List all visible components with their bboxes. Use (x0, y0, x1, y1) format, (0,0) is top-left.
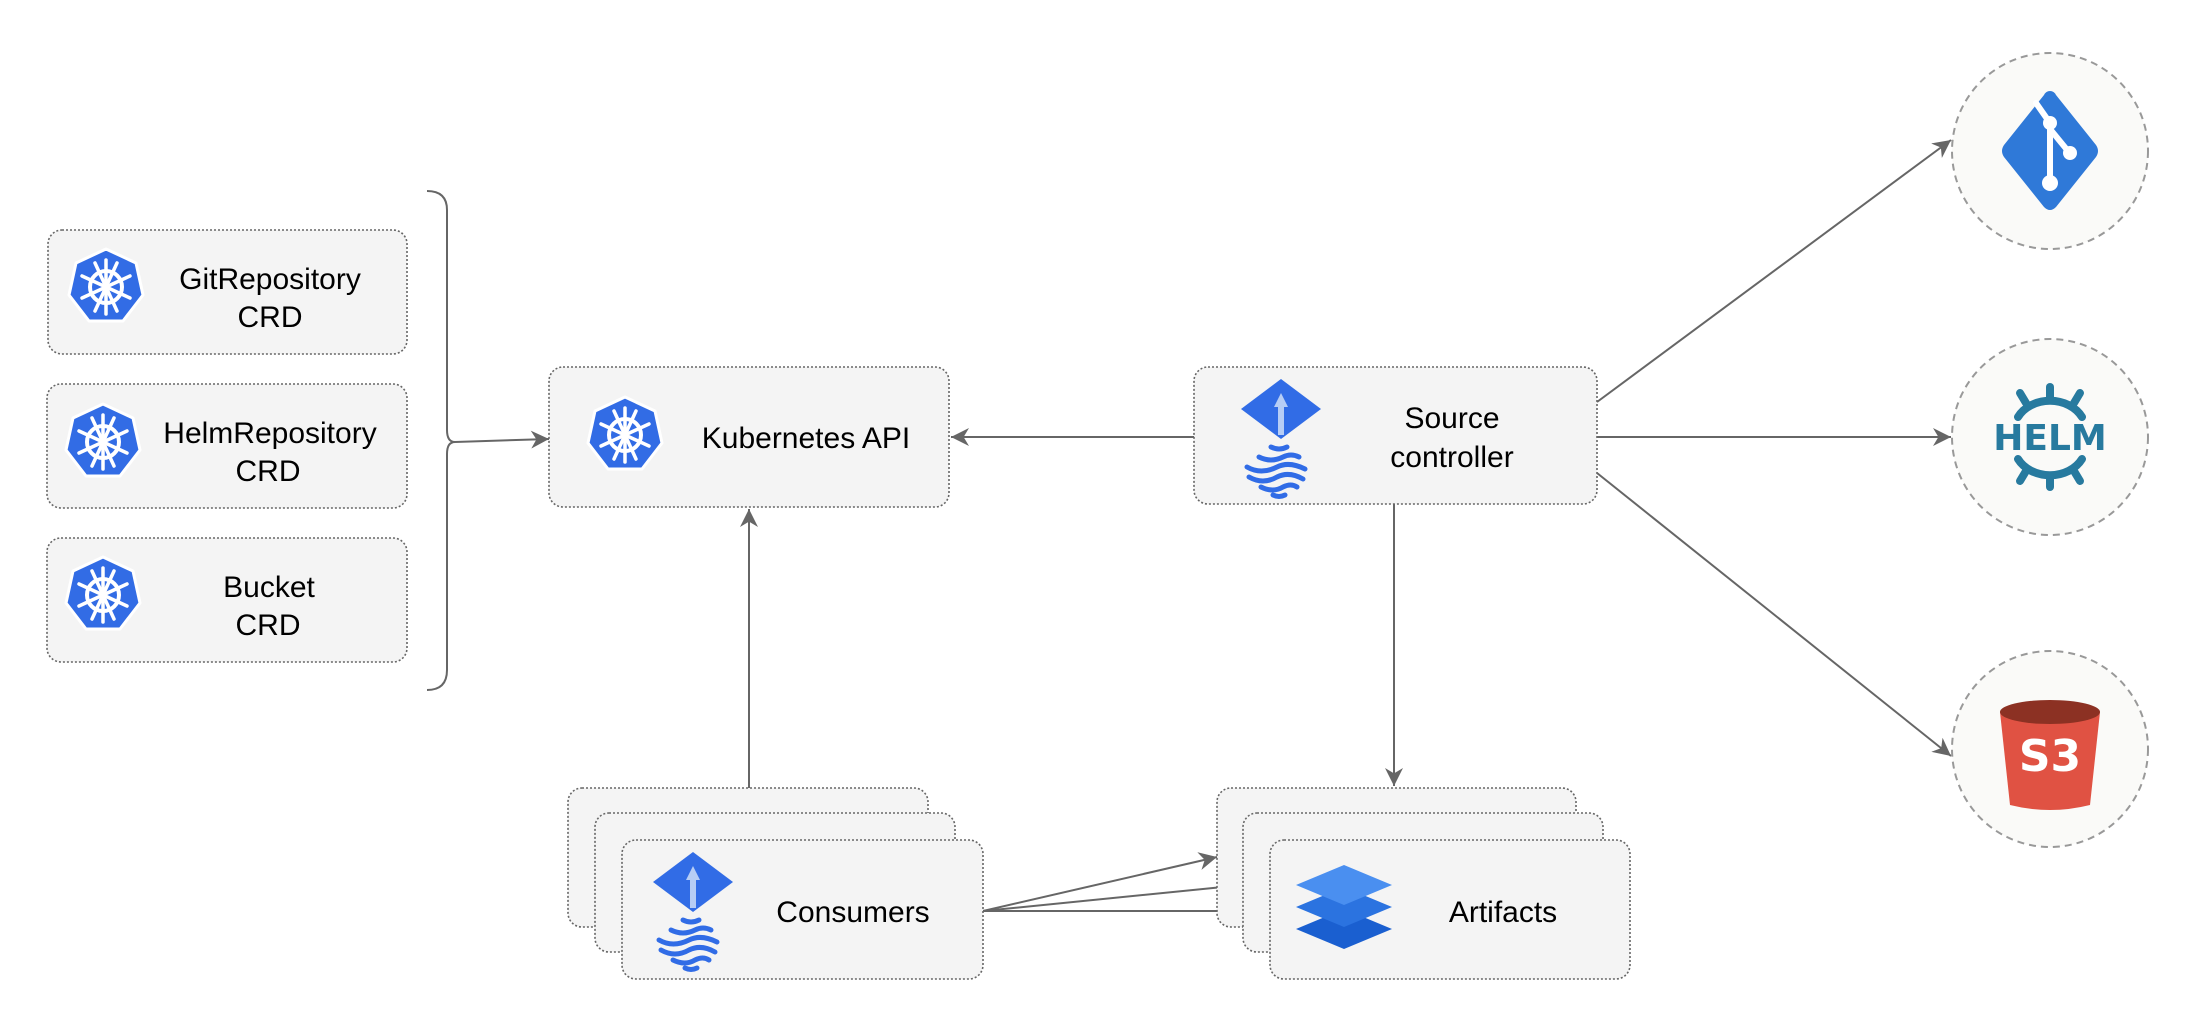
node-label-line2: CRD (236, 455, 301, 488)
node-label-line2: CRD (238, 301, 303, 334)
node-label: Artifacts (1449, 896, 1557, 929)
node-label-line2: CRD (236, 609, 301, 642)
git-icon (2002, 91, 2098, 210)
node-label-line2: controller (1390, 441, 1513, 474)
node-consumers[interactable]: Consumers (567, 787, 984, 980)
s3-logo-text: S3 (2019, 731, 2081, 782)
node-label: Consumers (776, 896, 929, 929)
node-helm-repository-crd[interactable]: HelmRepository CRD (46, 383, 408, 509)
node-label-line1: GitRepository (179, 263, 361, 296)
node-artifacts[interactable]: Artifacts (1216, 787, 1631, 980)
node-git-repository-crd[interactable]: GitRepository CRD (47, 229, 408, 355)
kubernetes-icon (67, 247, 145, 323)
crd-brace (426, 190, 456, 691)
edge-source-controller-to-s3 (1596, 472, 1952, 757)
node-git[interactable] (1951, 52, 2149, 250)
edge-consumers-to-artifacts-1 (982, 852, 1218, 912)
kubernetes-icon (64, 402, 142, 478)
node-label-line1: HelmRepository (163, 417, 376, 450)
s3-bucket-icon: S3 (2000, 700, 2100, 810)
node-kubernetes-api[interactable]: Kubernetes API (548, 366, 950, 508)
node-helm[interactable]: HELM (1951, 338, 2149, 536)
node-label-line1: Source (1404, 402, 1499, 435)
node-label-line1: Bucket (223, 571, 315, 604)
helm-icon: HELM (1993, 383, 2107, 491)
node-bucket-crd[interactable]: Bucket CRD (46, 537, 408, 663)
kubernetes-icon (586, 395, 664, 471)
node-label: Kubernetes API (702, 422, 910, 455)
kubernetes-icon (64, 555, 142, 631)
node-source-controller[interactable]: Source controller (1193, 366, 1598, 505)
edge-source-controller-to-git (1596, 139, 1952, 403)
edge-consumers-to-artifacts-2 (982, 877, 1244, 912)
edge-crds-to-kubernetes-api (454, 430, 550, 449)
helm-logo-text: HELM (1993, 418, 2106, 459)
node-s3[interactable]: S3 (1951, 650, 2149, 848)
